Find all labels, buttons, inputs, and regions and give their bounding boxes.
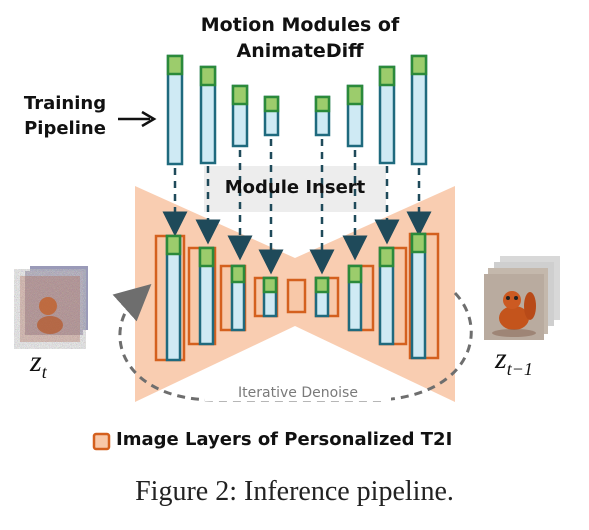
insert-arrows	[162, 139, 432, 275]
z-t-subscript: t	[41, 362, 47, 382]
clean-image-stack	[484, 256, 560, 340]
iterative-denoise-label: Iterative Denoise	[205, 385, 391, 401]
motion-modules-title-line2: AnimateDiff	[236, 40, 364, 62]
iterative-denoise-arrow	[112, 283, 473, 402]
module-insert-label: Module Insert	[224, 177, 366, 198]
z-t-base: z	[30, 345, 42, 378]
training-label-line2: Pipeline	[24, 118, 106, 139]
figure-caption: Figure 2: Inference pipeline.	[135, 476, 454, 507]
image-layers	[154, 232, 440, 362]
legend-swatch	[92, 432, 111, 451]
inserted-motion-modules	[165, 232, 427, 362]
motion-modules-title-line1: Motion Modules of	[200, 14, 400, 36]
z-t-minus-1-label: zt−1	[495, 342, 585, 380]
training-label-line1: Training	[23, 93, 107, 114]
z-t-minus-1-subscript: t−1	[506, 359, 533, 379]
top-motion-modules	[166, 54, 428, 166]
z-t-label: zt	[30, 345, 90, 383]
legend-label: Image Layers of Personalized T2I	[116, 429, 453, 450]
z-t-minus-1-base: z	[495, 342, 507, 375]
noisy-image-stack	[20, 266, 88, 342]
